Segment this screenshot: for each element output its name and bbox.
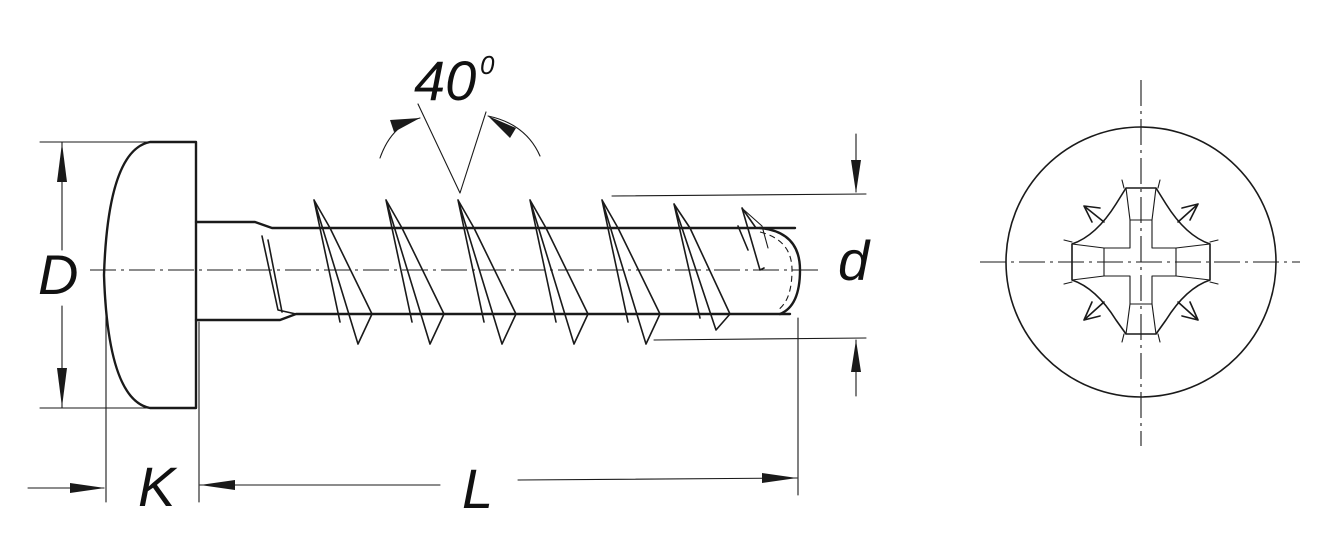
label-head-diameter: D	[38, 243, 78, 306]
screw-side-view	[90, 140, 820, 410]
screw-head	[102, 140, 198, 410]
dimension-thread-diameter: d	[611, 133, 871, 397]
label-angle-unit: 0	[480, 50, 495, 80]
dimension-head-diameter: D	[38, 141, 151, 409]
label-thread-diameter: d	[838, 229, 871, 292]
dimension-thread-angle: 40 0	[379, 49, 541, 194]
dimension-head-height: K	[27, 299, 200, 518]
pozidriv-cross-recess-icon	[1063, 179, 1219, 343]
label-length: L	[462, 457, 493, 520]
screw-end-view	[980, 80, 1300, 446]
label-head-height: K	[138, 455, 178, 518]
screw-threads	[261, 199, 769, 345]
label-thread-angle: 40	[414, 49, 476, 112]
dimension-length: L	[199, 317, 799, 520]
